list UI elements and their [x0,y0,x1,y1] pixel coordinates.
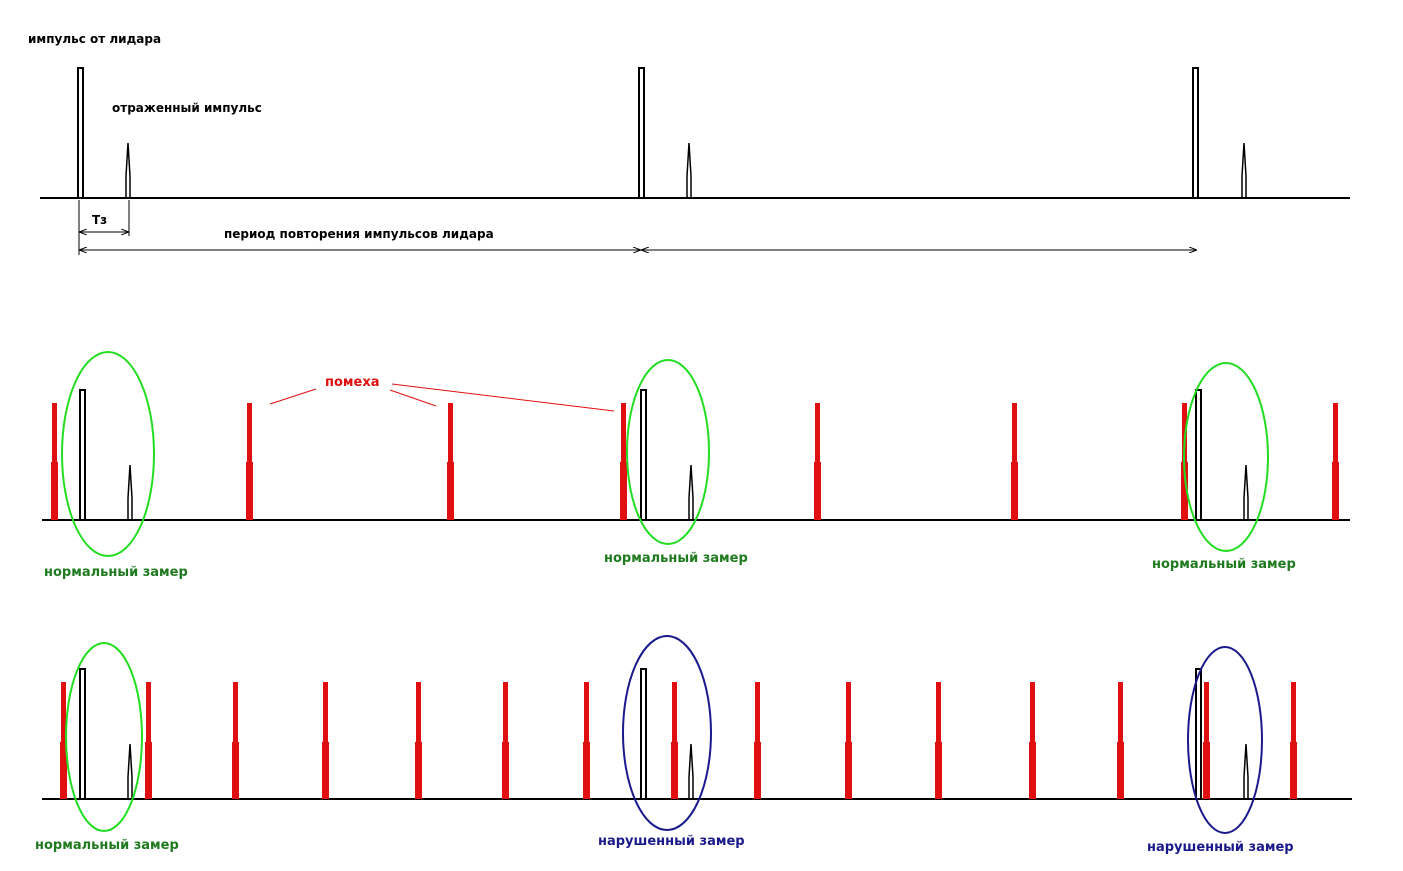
row-3-interference-pulse [145,682,152,799]
normal-measurement-ellipse [1183,362,1269,552]
interference-label: помеха [325,375,380,390]
reflected-pulse-label: отраженный импульс [112,101,262,115]
row-3-interference-pulse [1290,682,1297,799]
row-2-reflected-pulse [688,464,694,520]
interference-pointer-line [389,389,437,407]
row-1-lidar-pulse-1 [77,67,84,198]
row-1-lidar-pulse-2 [638,67,645,198]
row-3-interference-pulse [1117,682,1124,799]
delay-label: Тз [92,213,107,227]
normal-measurement-ellipse [61,351,155,557]
row-3-lidar-pulse [1195,668,1202,799]
repetition-period-label: период повторения импульсов лидара [224,227,494,241]
row-3-lidar-pulse [79,668,86,799]
disrupted-measurement-ellipse [1187,646,1263,834]
row-3-reflected-pulse [688,743,694,799]
row-3-reflected-pulse [1243,743,1249,799]
row-2-lidar-pulse [79,389,86,520]
row-3-lidar-pulse [640,668,647,799]
row-3-interference-pulse [60,682,67,799]
row-3-interference-pulse [935,682,942,799]
normal-measurement-ellipse [65,642,143,832]
row-3-interference-pulse [671,682,678,799]
row-2-reflected-pulse [1243,464,1249,520]
disrupted-measurement-label: нарушенный замер [1147,840,1294,855]
row-3-reflected-pulse [127,743,133,799]
row-2-interference-pulse [246,403,253,520]
row-3-interference-pulse [232,682,239,799]
row-3-interference-pulse [754,682,761,799]
row-2-interference-pulse [1011,403,1018,520]
row-2-interference-pulse [814,403,821,520]
row-3-interference-pulse [322,682,329,799]
row-1-reflected-pulse-3 [1241,142,1247,198]
row-3-interference-pulse [1203,682,1210,799]
row-1-reflected-pulse-2 [686,142,692,198]
interference-pointer-line [391,383,615,412]
normal-measurement-label: нормальный замер [604,551,748,566]
row-2-interference-pulse [447,403,454,520]
row-3-interference-pulse [1029,682,1036,799]
row-1-reflected-pulse-1 [125,142,131,198]
row-2-interference-pulse [1332,403,1339,520]
disrupted-measurement-ellipse [622,635,712,831]
normal-measurement-label: нормальный замер [44,565,188,580]
row-2-lidar-pulse [1195,389,1202,520]
row-2-low-interference: помеха нормальный замер нормальный замер… [42,351,1350,580]
row-3-interference-pulse [845,682,852,799]
normal-measurement-ellipse [626,359,710,545]
row-3-interference-pulse [583,682,590,799]
row-2-interference-pulse [620,403,627,520]
row-3-high-interference: нормальный замер нарушенный замер наруше… [35,635,1352,855]
row-2-interference-pulse [51,403,58,520]
row-1-lidar-timing: импульс от лидара отраженный импульс Тз … [28,32,1350,255]
disrupted-measurement-label: нарушенный замер [598,834,745,849]
normal-measurement-label: нормальный замер [35,838,179,853]
row-1-lidar-pulse-3 [1192,67,1199,198]
row-2-lidar-pulse [640,389,647,520]
row-3-interference-pulse [415,682,422,799]
row-2-reflected-pulse [127,464,133,520]
row-3-interference-pulse [502,682,509,799]
lidar-pulse-label: импульс от лидара [28,32,161,46]
interference-pointer-line [269,388,317,405]
normal-measurement-label: нормальный замер [1152,557,1296,572]
